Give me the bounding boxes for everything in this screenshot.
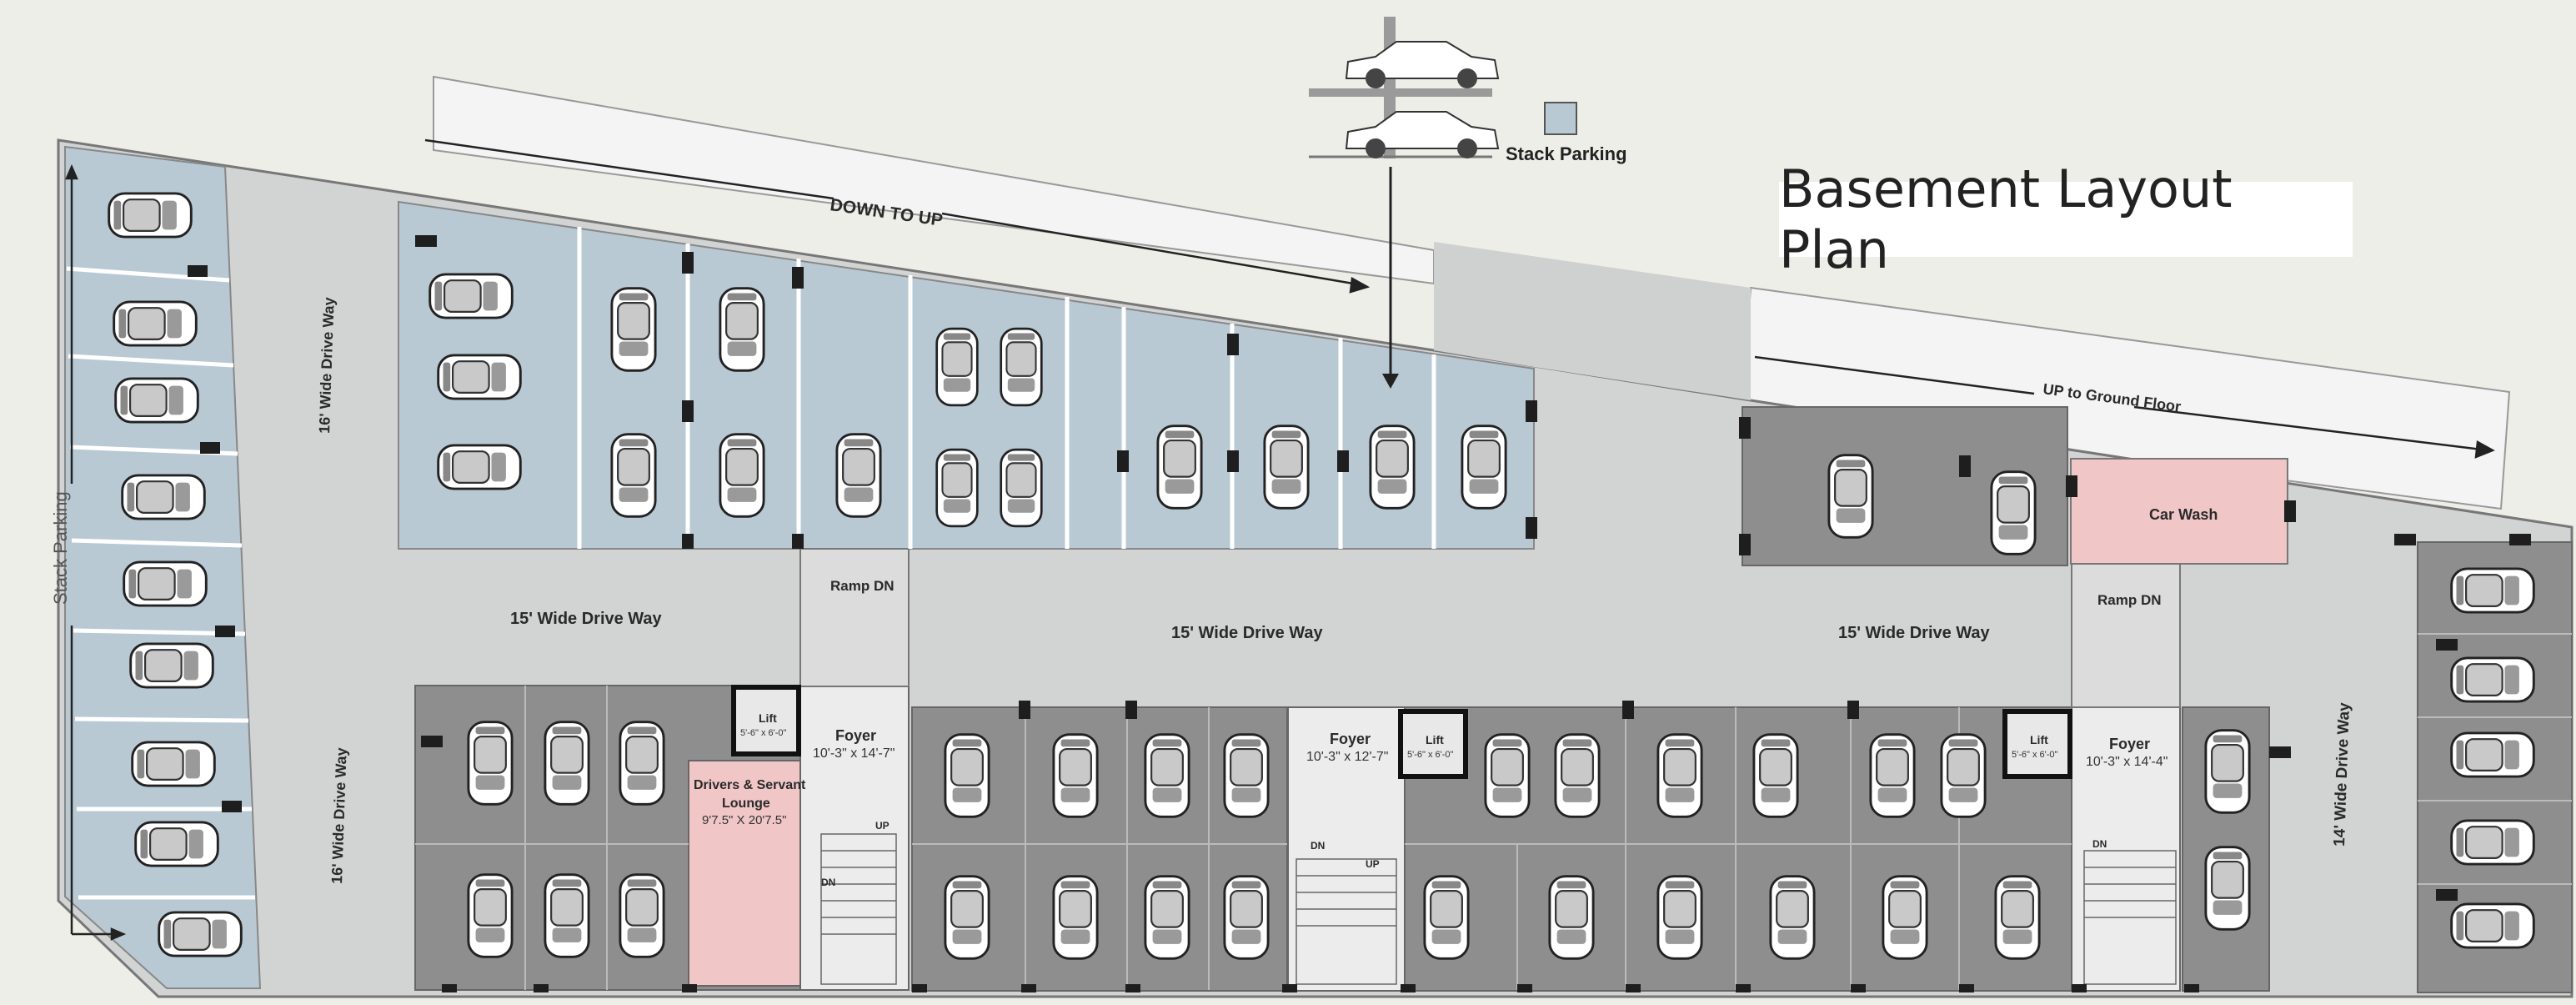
center-drive-raise: [1434, 242, 1751, 400]
ramp-arrows: [65, 138, 2495, 941]
lounge-name-1: Drivers & Servant: [694, 778, 806, 792]
stair-2-up: UP: [1366, 858, 1380, 870]
ramp-dn-1-area: [799, 548, 910, 687]
car-wash-room: [2070, 458, 2288, 565]
lower-block-dividers: [415, 686, 2072, 990]
stack-parking-swatch: [1544, 102, 1577, 135]
lounge-name-2: Lounge: [722, 796, 770, 811]
cars-upper-left: [428, 273, 522, 490]
stair-1-dn: DN: [821, 877, 835, 888]
lift-1: [731, 685, 801, 756]
car-wash-label: Car Wash: [2149, 506, 2218, 523]
stack-parking-side-label: Stack Parking: [50, 491, 71, 605]
stair-3: [2083, 850, 2177, 985]
lift-2: [1398, 709, 1468, 779]
foyer-1-size: 10'-3" x 14'-7": [813, 746, 895, 761]
upper-block-dividers: [577, 227, 1436, 549]
foyer-2-size: 10'-3" x 12'-7": [1306, 750, 1388, 764]
foyer-1-room: [799, 685, 910, 991]
lift-3-name: Lift: [2030, 733, 2048, 746]
foyer-3-room: [2071, 706, 2181, 992]
title-box: Basement Layout Plan: [1779, 158, 2353, 280]
stair-2: [1296, 858, 1397, 985]
lift-2-name: Lift: [1426, 733, 1444, 746]
ramp-dn-1-label: Ramp DN: [830, 578, 895, 594]
lift-2-size: 5'-6" x 6'-0": [1407, 750, 1454, 760]
stair-1: [820, 833, 897, 985]
lift-1-size: 5'-6" x 6'-0": [740, 728, 787, 738]
structural-columns: [188, 235, 2531, 992]
right-column-dividers: [2418, 633, 2572, 885]
stack-parking-illustration: [1309, 17, 1500, 389]
lift-1-name: Lift: [759, 711, 777, 725]
stair-1-up: UP: [875, 820, 890, 832]
foyer-2-room: [1287, 706, 1406, 992]
stack-parking-legend-label: Stack Parking: [1506, 143, 1627, 164]
foyer-2-name: Foyer: [1330, 731, 1371, 747]
driveway-center-right: 15' Wide Drive Way: [1838, 624, 1991, 642]
ramp-dn-2-area: [2071, 563, 2181, 708]
driveway-center: 15' Wide Drive Way: [1171, 624, 1324, 642]
foyer-3-name: Foyer: [2109, 736, 2150, 752]
driveway-center-left: 15' Wide Drive Way: [510, 610, 663, 628]
lift-3-size: 5'-6" x 6'-0": [2012, 750, 2058, 760]
ramp-dn-2-label: Ramp DN: [2097, 592, 2162, 608]
stair-3-dn: DN: [2092, 838, 2107, 850]
lift-3: [2002, 709, 2072, 779]
page-title: Basement Layout Plan: [1779, 158, 2233, 280]
foyer-3-size: 10'-3" x 14'-4": [2086, 755, 2168, 769]
lounge-size: 9'7.5" X 20'7.5": [702, 813, 786, 827]
lounge-room: [688, 760, 801, 987]
stair-2-dn: DN: [1311, 840, 1325, 852]
foyer-1-name: Foyer: [835, 727, 876, 744]
